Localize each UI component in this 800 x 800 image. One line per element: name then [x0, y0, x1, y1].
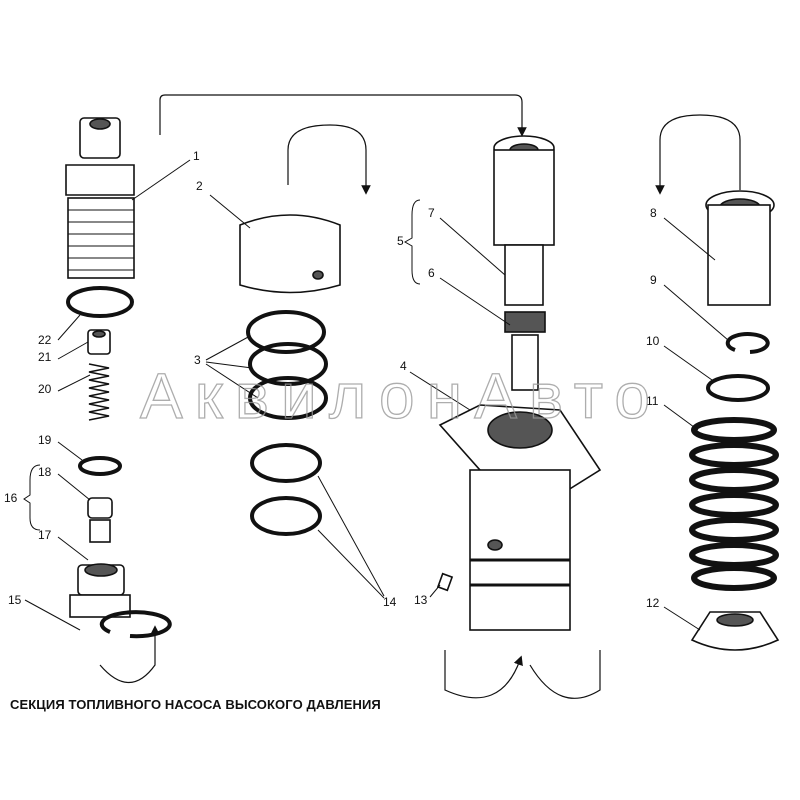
callout-1: 1: [193, 149, 200, 163]
flow-arrow: [99, 625, 160, 683]
callout-12: 12: [646, 596, 660, 610]
flow-arrow: [529, 650, 601, 699]
callout-14: 14: [383, 595, 397, 609]
callout-18: 18: [38, 465, 52, 479]
part-pin-13: [436, 572, 454, 592]
part-control-sleeve-8: [705, 190, 775, 306]
part-ring-14: [250, 443, 322, 483]
callout-4: 4: [400, 359, 407, 373]
callout-3: 3: [194, 353, 201, 367]
part-washer-19: [78, 456, 122, 476]
flow-arrow: [287, 124, 371, 195]
part-valve-18-17: [87, 497, 113, 543]
part-ring-3: [248, 342, 328, 386]
callout-16: 16: [4, 491, 18, 505]
callout-21: 21: [38, 350, 52, 364]
callout-9: 9: [650, 273, 657, 287]
part-ring-14: [250, 496, 322, 536]
callout-10: 10: [646, 334, 660, 348]
part-spring-20: [88, 363, 110, 421]
callout-15: 15: [8, 593, 22, 607]
part-spring-11: [689, 417, 779, 591]
part-circlip-15: [99, 610, 172, 639]
callout-8: 8: [650, 206, 657, 220]
flow-arrow: [159, 94, 527, 137]
part-washer-10: [706, 374, 770, 402]
leader-lines: [23, 159, 729, 631]
callout-17: 17: [38, 528, 52, 542]
callout-labels: 1 2 3 4 5 6 7 8 9 10 11 12 13 14 15 16 1…: [4, 149, 660, 610]
callout-11: 11: [646, 394, 659, 408]
part-sleeve-2: [239, 214, 341, 294]
callout-5: 5: [397, 234, 404, 248]
part-barrel-4: [438, 404, 602, 631]
part-plunger-7: [493, 135, 555, 391]
callout-13: 13: [414, 593, 428, 607]
callout-2: 2: [196, 179, 203, 193]
part-delivery-valve-holder: [65, 117, 135, 279]
flow-arrow: [655, 114, 741, 195]
callout-19: 19: [38, 433, 52, 447]
part-o-ring-22: [66, 286, 134, 318]
part-circlip-9: [725, 332, 770, 354]
callout-7: 7: [428, 206, 435, 220]
diagram-caption: СЕКЦИЯ ТОПЛИВНОГО НАСОСА ВЫСОКОГО ДАВЛЕН…: [10, 697, 381, 712]
callout-6: 6: [428, 266, 435, 280]
part-spring-seat-12: [690, 611, 780, 651]
callout-20: 20: [38, 382, 52, 396]
part-ring-3: [248, 376, 328, 420]
part-fitting-17: [69, 563, 131, 618]
part-21: [87, 329, 111, 355]
watermark: АквилонАвто: [140, 360, 650, 432]
callout-22: 22: [38, 333, 52, 347]
part-ring-3: [246, 310, 326, 354]
flow-arrow: [444, 650, 523, 699]
